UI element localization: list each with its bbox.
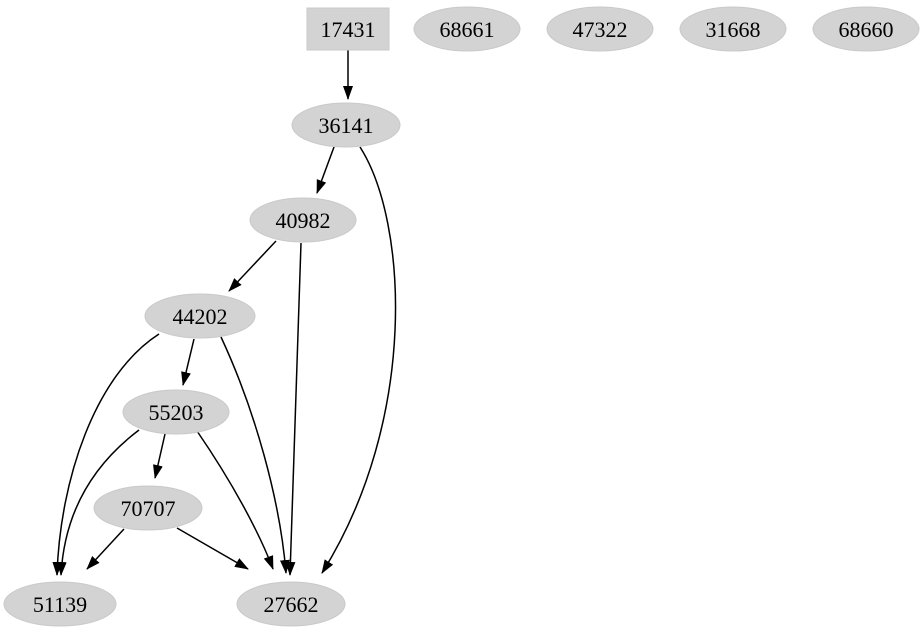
node-label: 40982 xyxy=(276,208,331,233)
edge-36141-40982 xyxy=(316,146,335,194)
node-ellipse-shape xyxy=(122,389,230,435)
node-51139: 51139 xyxy=(3,581,117,627)
node-ellipse-shape xyxy=(3,581,117,627)
node-27662: 27662 xyxy=(236,581,346,627)
edge-70707-51139 xyxy=(86,528,125,570)
node-55203: 55203 xyxy=(122,389,230,435)
edge-40982-27662 xyxy=(285,242,302,576)
node-ellipse-shape xyxy=(291,102,401,148)
node-label: 44202 xyxy=(173,304,228,329)
edges-layer xyxy=(52,50,397,576)
node-40982: 40982 xyxy=(249,197,357,243)
node-36141: 36141 xyxy=(291,102,401,148)
edge-55203-27662 xyxy=(196,430,274,570)
node-ellipse-shape xyxy=(93,485,203,531)
edge-36141-27662 xyxy=(321,146,397,574)
edge-44202-55203 xyxy=(181,338,195,386)
node-ellipse-shape xyxy=(236,581,346,627)
node-68661: 68661 xyxy=(413,6,521,52)
node-label: 68661 xyxy=(440,17,495,42)
node-ellipse-shape xyxy=(546,6,654,52)
node-ellipse-shape xyxy=(812,6,920,52)
edge-40982-44202 xyxy=(228,240,277,292)
node-label: 55203 xyxy=(149,400,204,425)
node-label: 70707 xyxy=(121,496,176,521)
node-ellipse-shape xyxy=(144,293,256,339)
node-label: 47322 xyxy=(573,17,628,42)
edge-44202-27662 xyxy=(220,336,290,574)
node-label: 68660 xyxy=(839,17,894,42)
node-label: 31668 xyxy=(706,17,761,42)
node-box-shape xyxy=(306,7,390,51)
nodes-layer: 17431 68661 47322 31668 68660 36141 40982 44202… xyxy=(3,6,920,627)
node-label: 17431 xyxy=(321,17,376,42)
edge-44202-51139 xyxy=(52,333,160,576)
node-ellipse-shape xyxy=(679,6,787,52)
node-31668: 31668 xyxy=(679,6,787,52)
node-70707: 70707 xyxy=(93,485,203,531)
node-44202: 44202 xyxy=(144,293,256,339)
node-47322: 47322 xyxy=(546,6,654,52)
node-ellipse-shape xyxy=(249,197,357,243)
node-ellipse-shape xyxy=(413,6,521,52)
edge-55203-51139 xyxy=(56,429,140,576)
node-label: 36141 xyxy=(319,113,374,138)
edge-70707-27662 xyxy=(176,527,249,570)
node-68660: 68660 xyxy=(812,6,920,52)
node-label: 27662 xyxy=(264,592,319,617)
node-label: 51139 xyxy=(33,592,87,617)
edge-55203-70707 xyxy=(153,433,166,479)
node-17431: 17431 xyxy=(306,7,390,51)
